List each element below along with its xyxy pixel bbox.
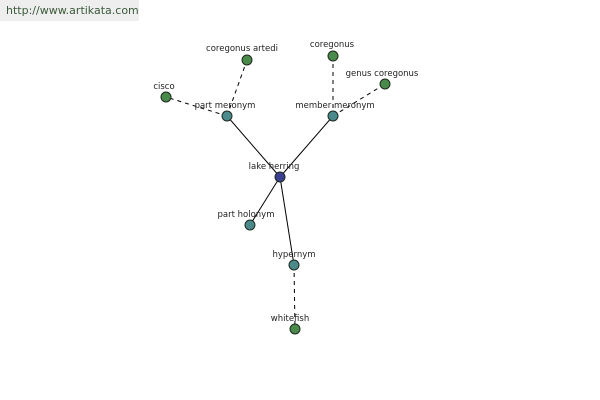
edge-lake-herring-to-part-meronym bbox=[226, 115, 281, 178]
node-part-meronym[interactable] bbox=[221, 110, 233, 122]
node-whitefish[interactable] bbox=[289, 323, 301, 335]
edge-part-meronym-to-coregonus-artedi bbox=[226, 59, 248, 117]
graph-labels: lake herring part meronym member meronym pa… bbox=[153, 40, 419, 324]
site-url-watermark[interactable]: http://www.artikata.com bbox=[0, 0, 139, 21]
edge-hypernym-to-whitefish bbox=[293, 264, 296, 330]
edge-lake-herring-to-part-holonym bbox=[249, 176, 281, 226]
label-lake-herring[interactable]: lake herring bbox=[249, 162, 300, 172]
node-hypernym[interactable] bbox=[288, 259, 300, 271]
label-coregonus-artedi[interactable]: coregonus artedi bbox=[206, 44, 278, 54]
graph-edges bbox=[165, 56, 386, 330]
node-coregonus[interactable] bbox=[327, 50, 339, 62]
edge-lake-herring-to-hypernym bbox=[279, 176, 295, 266]
graph-nodes bbox=[160, 50, 391, 335]
label-part-meronym[interactable]: part meronym bbox=[195, 101, 256, 111]
label-cisco[interactable]: cisco bbox=[153, 82, 174, 92]
label-genus-coregonus[interactable]: genus coregonus bbox=[346, 69, 419, 79]
edge-member-meronym-to-genus-coregonus bbox=[332, 83, 386, 117]
label-coregonus[interactable]: coregonus bbox=[310, 40, 355, 50]
label-part-holonym[interactable]: part holonym bbox=[218, 210, 275, 220]
node-member-meronym[interactable] bbox=[327, 110, 339, 122]
label-member-meronym[interactable]: member meronym bbox=[295, 101, 374, 111]
label-whitefish[interactable]: whitefish bbox=[271, 314, 309, 324]
edge-lake-herring-to-member-meronym bbox=[279, 115, 334, 178]
edge-part-meronym-to-cisco bbox=[165, 96, 228, 117]
node-lake-herring[interactable] bbox=[274, 171, 286, 183]
node-coregonus-artedi[interactable] bbox=[241, 54, 253, 66]
node-genus-coregonus[interactable] bbox=[379, 78, 391, 90]
node-part-holonym[interactable] bbox=[244, 219, 256, 231]
node-cisco[interactable] bbox=[160, 91, 172, 103]
label-hypernym[interactable]: hypernym bbox=[272, 250, 315, 260]
